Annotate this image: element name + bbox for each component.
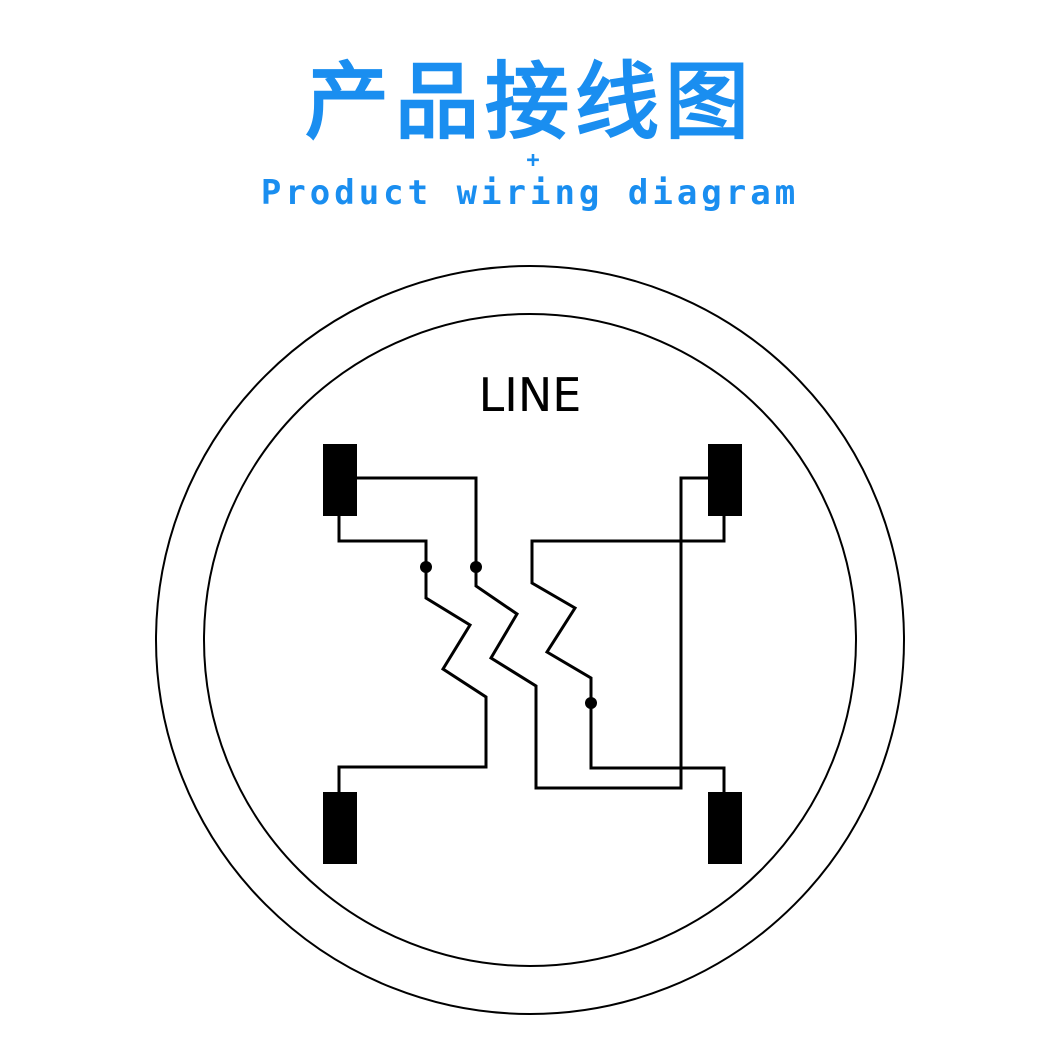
wire-top-left-lower (337, 516, 428, 567)
terminal-bottom-right (708, 792, 742, 864)
terminal-bottom-left (323, 792, 357, 864)
wire-contact-middle (474, 476, 708, 790)
inner-ring (203, 313, 857, 967)
wire-contact-left (337, 567, 488, 792)
line-label: LINE (479, 368, 582, 422)
wire-top-left-upper (357, 476, 478, 567)
junction-dot-right (585, 697, 597, 709)
terminal-top-left (323, 444, 357, 516)
junction-dot-middle (470, 561, 482, 573)
terminal-top-right (708, 444, 742, 516)
title-english: Product wiring diagram (260, 173, 800, 213)
wire-contact-right (589, 703, 726, 792)
junction-dot-left (420, 561, 432, 573)
title-chinese: 产品接线图 (304, 53, 755, 151)
outer-ring (155, 265, 905, 1015)
wire-top-right-lower (530, 516, 726, 703)
plus-mark: + (526, 148, 540, 173)
